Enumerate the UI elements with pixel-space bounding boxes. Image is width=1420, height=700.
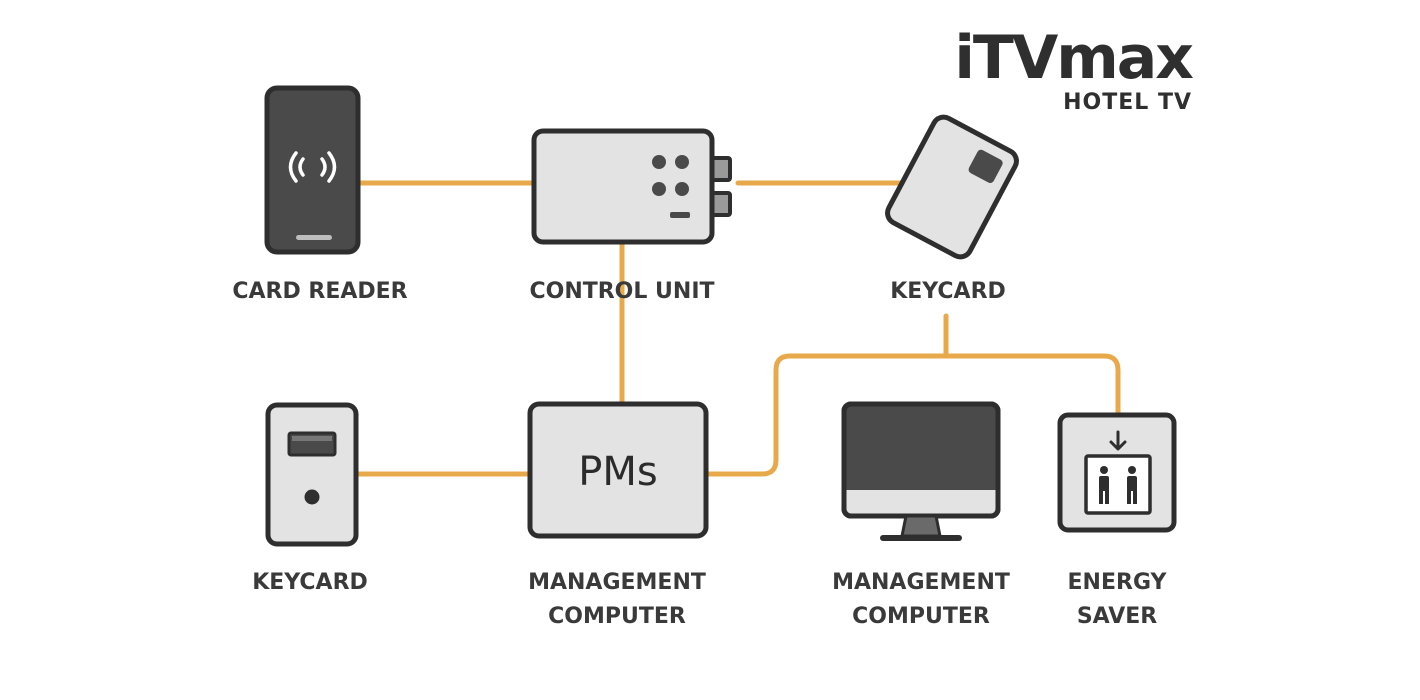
- keycard-bottom-label: KEYCARD: [252, 570, 368, 595]
- control-unit-label: CONTROL UNIT: [529, 279, 714, 304]
- monitor-label-line1: MANAGEMENT: [832, 570, 1010, 595]
- pms-label-line1: MANAGEMENT: [528, 570, 706, 595]
- connector-keycard-energy-saver: [943, 353, 1121, 416]
- pms-screen-text: PMs: [578, 449, 657, 495]
- energy-saver-label-line1: ENERGY: [1068, 570, 1168, 595]
- keycard-terminal-icon: [265, 402, 359, 547]
- monitor-label-line2: COMPUTER: [852, 604, 990, 629]
- card-reader-label: CARD READER: [232, 279, 407, 304]
- monitor-icon: [841, 401, 1001, 541]
- connectors: [354, 180, 1121, 477]
- keycard-top-label: KEYCARD: [890, 279, 1006, 304]
- keycard-icon: [885, 114, 1019, 260]
- control-box-icon: [531, 128, 732, 245]
- brand-logo: iTVmax HOTEL TV: [954, 23, 1195, 115]
- connector-pms-keycard: [704, 353, 949, 477]
- elevator-icon: [1057, 412, 1177, 533]
- pms-box-icon: PMs: [527, 401, 709, 539]
- brand-name: iTVmax: [954, 23, 1193, 93]
- nfc-reader-icon: [264, 85, 361, 255]
- pms-label-line2: COMPUTER: [548, 604, 686, 629]
- energy-saver-label-line2: SAVER: [1077, 604, 1157, 629]
- brand-tagline: HOTEL TV: [1063, 90, 1192, 115]
